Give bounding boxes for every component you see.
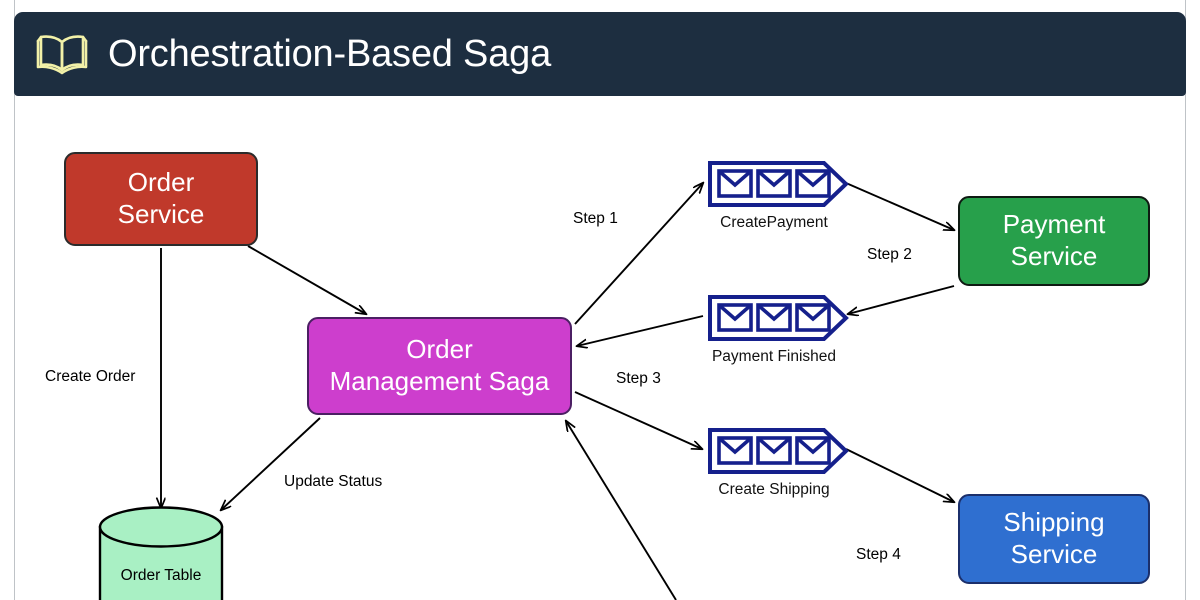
edge-return-to-saga <box>566 421 677 600</box>
message-queue-icon <box>708 295 849 341</box>
edge-payment-finished-to-saga <box>577 315 704 346</box>
message-queue-icon <box>708 428 849 474</box>
queue-create-shipping-label: Create Shipping <box>718 481 830 498</box>
edge-payment-service-to-payment-finished <box>848 285 955 314</box>
page-title: Orchestration-Based Saga <box>108 33 551 75</box>
queue-payment-finished[interactable]: Payment Finished <box>706 292 849 366</box>
edge-label-step-3: Step 3 <box>616 370 661 387</box>
node-order-table-label: Order Table <box>120 567 202 584</box>
node-shipping-service[interactable]: Shipping Service <box>958 494 1150 584</box>
node-order-service-label-line2: Service <box>117 199 205 229</box>
edge-order-service-to-saga <box>247 245 366 314</box>
diagram-edges <box>0 96 1200 600</box>
edge-label-step-4: Step 4 <box>856 546 901 563</box>
node-payment-service[interactable]: Payment Service <box>958 196 1150 286</box>
header-bar: Orchestration-Based Saga <box>14 12 1186 96</box>
node-order-table[interactable]: Order Table <box>97 505 225 600</box>
message-queue-icon <box>708 161 849 207</box>
node-order-service[interactable]: Order Service <box>64 152 258 246</box>
diagram-canvas: Order Service Order Management Saga Paym… <box>0 96 1200 600</box>
queue-create-payment[interactable]: CreatePayment <box>706 158 849 232</box>
edge-label-create-order: Create Order <box>45 368 136 385</box>
edge-label-step-1: Step 1 <box>573 210 618 227</box>
node-order-service-label-line1: Order <box>127 167 195 198</box>
edge-label-update-status: Update Status <box>284 473 383 490</box>
queue-create-payment-label: CreatePayment <box>720 214 828 231</box>
edge-saga-to-order-table <box>221 417 321 510</box>
database-cylinder-icon <box>98 506 224 600</box>
open-book-icon <box>36 32 88 76</box>
node-shipping-service-label-line1: Shipping <box>1003 507 1105 538</box>
edge-create-payment-to-payment-service <box>845 182 954 230</box>
node-shipping-service-label-line2: Service <box>1010 539 1098 569</box>
node-saga-label-line2: Management Saga <box>329 366 550 396</box>
edge-label-step-2: Step 2 <box>867 246 912 263</box>
edge-saga-to-create-payment <box>574 183 703 325</box>
edge-saga-to-create-shipping <box>574 391 702 449</box>
node-payment-service-label-line2: Service <box>1010 241 1098 271</box>
node-payment-service-label-line1: Payment <box>1002 209 1106 240</box>
edge-create-shipping-to-shipping-service <box>845 448 954 502</box>
node-order-management-saga[interactable]: Order Management Saga <box>307 317 572 415</box>
queue-create-shipping[interactable]: Create Shipping <box>706 425 849 499</box>
queue-payment-finished-label: Payment Finished <box>711 348 837 365</box>
node-saga-label-line1: Order <box>406 334 473 365</box>
